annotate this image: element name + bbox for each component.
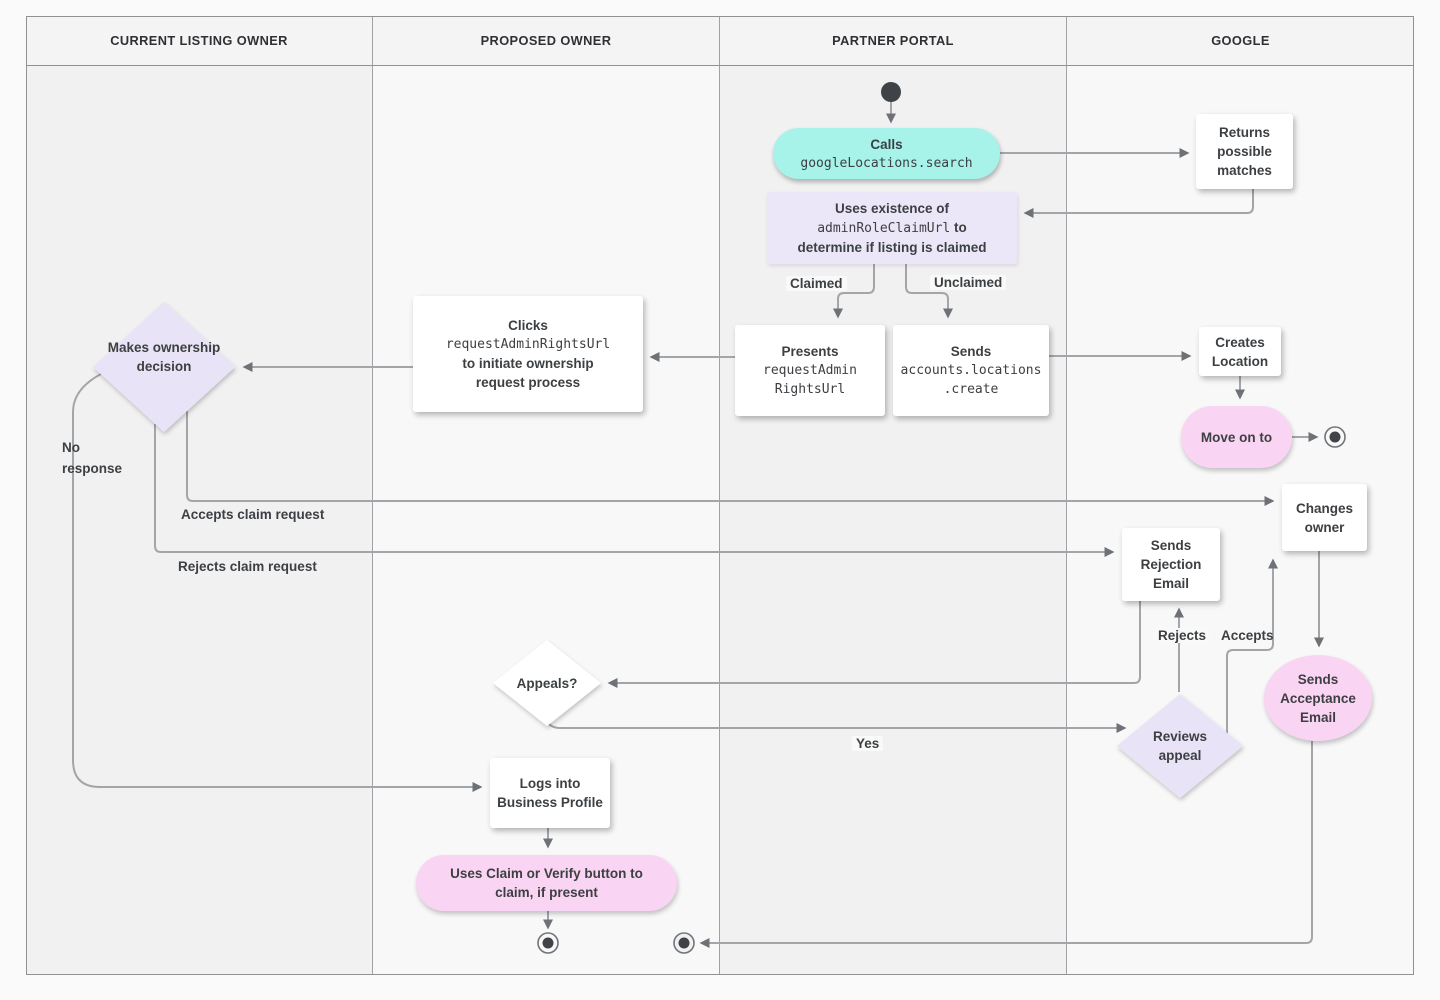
node-code: requestAdminRightsUrl [445, 337, 611, 352]
node-text: to [954, 220, 967, 235]
edge-label-no-response: No response [62, 437, 134, 479]
node-code: accounts.locations [900, 363, 1042, 378]
uses-existence-node: Uses existence of adminRoleClaimUrl to d… [767, 192, 1017, 264]
makes-decision-label: Makes ownership decision [104, 338, 224, 376]
edge-label-text: Unclaimed [930, 275, 1007, 290]
edge-label-rejects: Rejects [1154, 627, 1211, 645]
sends-accounts-locations-create-node: Sends accounts.locations .create [893, 325, 1049, 416]
node-text-line: Uses existence of [834, 201, 950, 216]
node-label: Move on to [1200, 429, 1273, 445]
edge-label-accepts-claim-request: Accepts claim request [181, 506, 324, 524]
edge-label-unclaimed: Unclaimed [930, 274, 1007, 292]
node-label: Sends Acceptance Email [1280, 671, 1356, 725]
node-code: .create [943, 382, 999, 397]
node-label: Returns possible matches [1217, 125, 1272, 178]
node-code: RightsUrl [774, 382, 846, 397]
edge-label-rejects-claim-request: Rejects claim request [178, 558, 317, 576]
node-label: Sends Rejection Email [1140, 538, 1202, 591]
returns-possible-matches-node: Returns possible matches [1196, 114, 1293, 189]
edge-label-claimed: Claimed [786, 275, 847, 293]
lane-title: GOOGLE [1211, 33, 1270, 48]
node-title: Presents [781, 344, 839, 359]
node-title: Clicks [508, 318, 548, 333]
node-text-line: determine if listing is claimed [797, 240, 987, 255]
node-code: requestAdmin [763, 363, 857, 378]
clicks-requestadminrightsurl-node: Clicks requestAdminRightsUrl to initiate… [413, 296, 643, 412]
changes-owner-node: Changes owner [1282, 484, 1367, 551]
reviews-appeal-label: Reviews appeal [1130, 727, 1230, 765]
node-label: Reviews appeal [1152, 729, 1208, 763]
edge-label-accepts: Accepts [1221, 627, 1274, 645]
uses-claim-or-verify-node: Uses Claim or Verify button to claim, if… [416, 855, 677, 911]
creates-location-node: Creates Location [1199, 327, 1281, 376]
node-label: Uses Claim or Verify button to claim, if… [450, 866, 643, 900]
node-label: Logs into Business Profile [497, 776, 603, 810]
node-code: googleLocations.search [800, 155, 973, 171]
lane-header-partner-portal: PARTNER PORTAL [719, 16, 1066, 66]
diagram-frame [26, 16, 1414, 975]
node-code: adminRoleClaimUrl [817, 221, 951, 236]
node-label: Changes owner [1295, 500, 1353, 535]
logs-into-business-profile-node: Logs into Business Profile [490, 758, 610, 828]
lane-title: PROPOSED OWNER [480, 33, 612, 48]
lane-header-proposed-owner: PROPOSED OWNER [372, 16, 719, 66]
node-label: Makes ownership decision [107, 340, 221, 374]
node-title: Sends [950, 344, 992, 359]
edge-label-text: Accepts [1221, 628, 1274, 643]
edge-label-text: Yes [852, 736, 884, 751]
edge-label-text: Rejects [1154, 628, 1211, 643]
presents-requestadminrightsurl-node: Presents requestAdmin RightsUrl [735, 325, 885, 416]
node-text-line: request process [475, 375, 581, 390]
sends-acceptance-email-node: Sends Acceptance Email [1264, 655, 1372, 741]
appeals-label: Appeals? [497, 674, 597, 693]
lane-header-google: GOOGLE [1066, 16, 1414, 66]
node-title: Calls [870, 136, 903, 152]
edge-label-text: Accepts claim request [181, 507, 325, 522]
lane-title: PARTNER PORTAL [832, 33, 954, 48]
edge-label-text: Claimed [786, 276, 847, 291]
edge-label-text: Rejects claim request [178, 559, 317, 574]
sends-rejection-email-node: Sends Rejection Email [1122, 528, 1220, 601]
node-text-line: adminRoleClaimUrl to [817, 218, 967, 238]
node-label: Appeals? [516, 676, 578, 691]
node-label: Creates Location [1211, 334, 1269, 369]
edge-label-text: No response [62, 440, 123, 476]
lane-header-current-listing-owner: CURRENT LISTING OWNER [26, 16, 372, 66]
lane-title: CURRENT LISTING OWNER [110, 33, 288, 48]
node-text-line: to initiate ownership [462, 356, 594, 371]
move-on-to-node: Move on to [1181, 406, 1292, 468]
calls-googlelocations-search-node: Calls googleLocations.search [773, 128, 1000, 179]
edge-label-yes: Yes [852, 735, 884, 753]
